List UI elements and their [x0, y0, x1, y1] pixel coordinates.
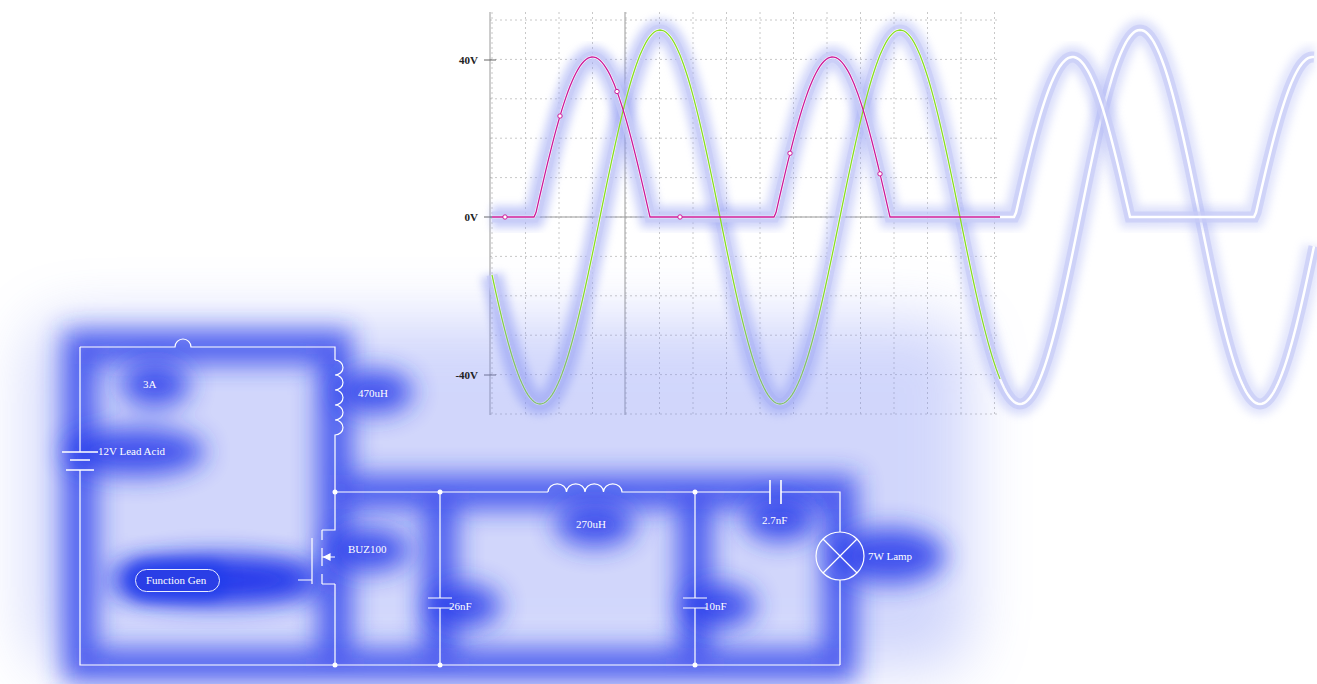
left-bottom-wire — [80, 347, 840, 665]
capacitor-value: 2.7nF — [762, 514, 787, 527]
axis-label: 40V — [459, 54, 478, 67]
node-text: Function Gen — [146, 574, 209, 587]
lamp-cross — [823, 539, 857, 573]
label-glow — [65, 363, 945, 628]
axis-label: -40V — [455, 369, 478, 382]
axis-label: 0V — [465, 211, 478, 224]
inductor-470uH — [335, 360, 343, 492]
lamp-label: 7W Lamp — [868, 550, 912, 563]
mosfet-part: BUZ100 — [348, 543, 387, 556]
mosfet-symbol — [298, 492, 335, 665]
sample-dot — [503, 215, 507, 219]
function-generator: Function Gen — [135, 569, 220, 592]
junction-dots — [333, 490, 698, 668]
sample-dot — [678, 215, 682, 219]
capacitor-value: 10nF — [704, 600, 727, 613]
grid-line — [490, 20, 1000, 21]
trace-band — [492, 57, 1314, 217]
battery-label: 12V Lead Acid — [98, 445, 165, 458]
battery-symbol — [62, 452, 98, 470]
mosfet-arrow — [324, 554, 330, 560]
capacitor-26n — [428, 492, 452, 665]
capacitor-value: 26nF — [449, 600, 472, 613]
sample-dot — [788, 151, 792, 155]
top-wire-fuse — [80, 339, 335, 360]
capacitor-2n7 — [770, 480, 781, 504]
grid-line — [490, 138, 1000, 139]
grid-line — [490, 177, 1000, 178]
magenta-trace — [492, 57, 1000, 217]
trace-core — [492, 57, 1314, 217]
lamp-symbol — [816, 532, 864, 580]
blue-haze — [30, 320, 970, 670]
grid-line — [490, 256, 1000, 257]
inductor-value: 270uH — [576, 518, 606, 531]
sample-dot — [615, 89, 619, 93]
wire-glow — [80, 347, 840, 665]
tick — [484, 60, 496, 61]
sample-dot — [558, 114, 562, 118]
capacitor-10n — [683, 492, 707, 665]
wires — [62, 339, 864, 665]
inductor-value: 470uH — [358, 387, 388, 400]
sample-dot — [878, 172, 882, 176]
inductor-270uH — [548, 484, 770, 492]
fuse-rating: 3A — [143, 378, 156, 391]
trace-glow — [492, 57, 1314, 217]
